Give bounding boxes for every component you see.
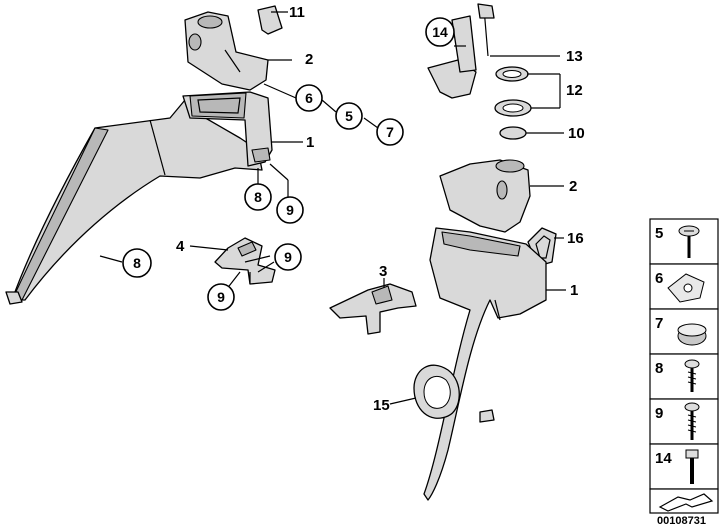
bracket-part-3 [329,283,417,335]
callout-3: 3 [379,263,387,280]
bracket-part-13 [427,3,495,99]
document-id: 00108731 [657,515,706,527]
long-screw-icon [684,402,700,440]
callout-circle-9-lower [207,283,235,311]
callout-2-right: 2 [569,178,577,195]
callout-circle-8-panel [122,248,152,278]
grommet-rings-12 [494,66,532,117]
fastener-legend: 5 6 7 8 9 [649,218,719,527]
callout-9-upper: 9 [286,202,294,218]
round-cap-icon [677,323,707,346]
cup-holder-left [184,11,269,91]
callout-10: 10 [568,125,585,142]
callout-12: 12 [566,82,583,99]
leader-lines [99,11,566,405]
callout-8-upper: 8 [254,189,262,205]
callout-15: 15 [373,397,390,414]
legend-num-5: 5 [655,225,663,242]
callout-5: 5 [345,108,353,124]
hex-bolt-icon [685,449,699,484]
arrow-icon [658,493,714,512]
clip-nut-icon [667,273,705,303]
callout-circle-6 [295,84,323,112]
legend-num-14: 14 [655,450,672,467]
legend-cell-14 [649,443,719,490]
callout-9-bracket: 9 [284,249,292,265]
callout-1-right: 1 [570,282,578,299]
callout-1-left: 1 [306,134,314,151]
callout-circle-5 [335,102,363,130]
callout-labels: 11 2 6 5 7 1 8 9 8 4 9 9 3 14 13 12 10 2… [122,4,585,414]
callout-11: 11 [289,4,305,21]
callout-7: 7 [386,124,394,140]
callout-circle-9-upper [276,196,304,224]
callout-8-panel: 8 [133,255,141,271]
callout-circle-9-bracket [274,243,302,271]
console-box-left [182,91,273,167]
pad-part-11 [257,5,283,35]
bracket-part-4 [214,237,276,285]
callout-9-lower: 9 [217,289,225,305]
cap-part-10 [499,126,527,140]
console-box-right [423,227,547,501]
callout-circle-8-upper [244,183,272,211]
legend-num-8: 8 [655,360,663,377]
legend-cell-9 [649,398,719,445]
cup-holder-right [439,159,531,233]
callout-6: 6 [305,90,313,106]
callout-circle-7 [376,118,404,146]
callout-4: 4 [176,238,185,255]
trim-ring-15 [413,364,460,419]
legend-num-7: 7 [655,315,663,332]
screw-washer-icon [678,225,700,258]
short-screw-icon [684,359,700,392]
legend-cell-8 [649,353,719,400]
callout-circle-14 [425,17,455,47]
legend-num-6: 6 [655,270,663,287]
callout-2-left: 2 [305,51,313,68]
callout-14: 14 [432,24,448,40]
callout-16: 16 [567,230,584,247]
legend-num-9: 9 [655,405,663,422]
callout-13: 13 [566,48,583,65]
